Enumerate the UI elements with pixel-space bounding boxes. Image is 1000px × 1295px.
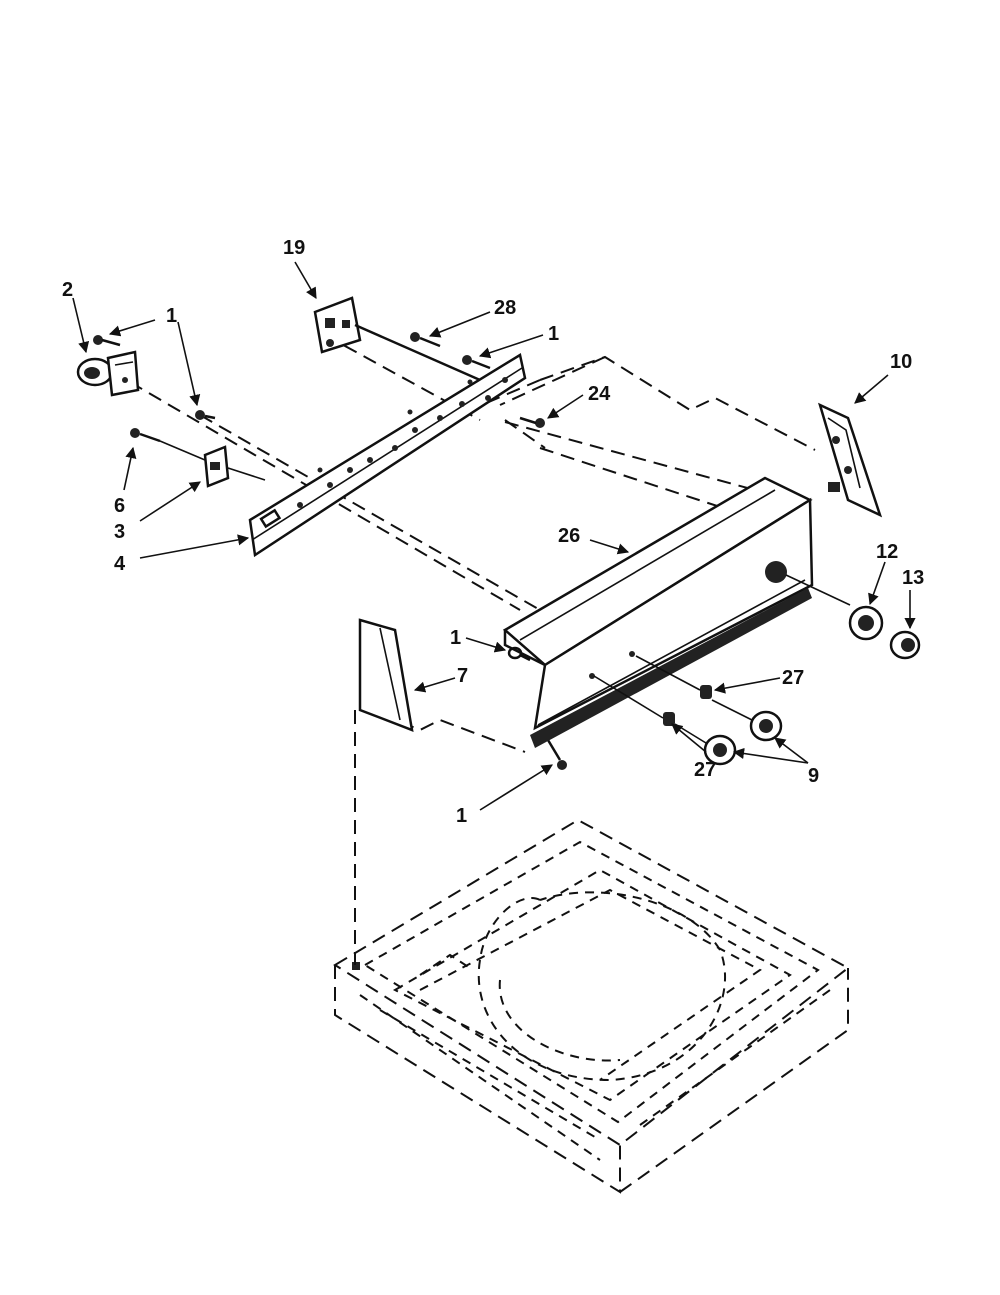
- end-cap-part-10: [818, 402, 883, 518]
- screw-upper-right: [462, 355, 491, 370]
- control-bracket-part-4: [248, 353, 527, 558]
- console-panel-part-26: [502, 476, 851, 748]
- spacer-part-27-upper: [635, 655, 712, 699]
- label-part-13: 13: [902, 567, 924, 589]
- screw-left-long: [195, 410, 216, 420]
- side-panel-part-7: [358, 618, 414, 732]
- label-part-26: 26: [558, 525, 580, 547]
- leader-arrows: [72, 261, 916, 811]
- label-part-28: 28: [494, 297, 516, 319]
- label-part-27-b: 27: [694, 759, 716, 781]
- spacer-part-27-lower: [593, 675, 675, 726]
- label-part-27-a: 27: [782, 667, 804, 689]
- label-part-1-b: 1: [548, 323, 559, 345]
- label-part-7: 7: [457, 665, 468, 687]
- switch-part-2: [76, 350, 140, 397]
- knob-part-9-lower: [674, 723, 737, 766]
- screw-upper-left: [93, 335, 121, 347]
- screws: [93, 332, 567, 770]
- cabinet-top-outline: [333, 818, 850, 1194]
- label-part-4: 4: [114, 553, 126, 575]
- bracket-part-19: [313, 296, 481, 382]
- label-part-6: 6: [114, 495, 125, 517]
- label-part-1-a: 1: [166, 305, 177, 327]
- label-part-24: 24: [588, 383, 611, 405]
- screw-part-24: [519, 416, 545, 428]
- label-part-9: 9: [808, 765, 819, 787]
- knob-part-9-upper: [711, 699, 783, 742]
- label-part-3: 3: [114, 521, 125, 543]
- screw-part-6: [130, 428, 161, 443]
- knob-ring-part-12: [848, 605, 884, 641]
- label-part-1-c: 1: [450, 627, 461, 649]
- label-part-12: 12: [876, 541, 898, 563]
- label-part-1-d: 1: [456, 805, 467, 827]
- label-part-2: 2: [62, 279, 73, 301]
- switch-part-3: [159, 440, 266, 488]
- label-part-10: 10: [890, 351, 912, 373]
- knob-part-13: [889, 630, 921, 660]
- label-part-19: 19: [283, 237, 305, 259]
- screw-part-28: [410, 332, 441, 348]
- callout-labels: 2 1 19 28 1 10 24 6 3 4 26 12 13 1 7 27 …: [62, 237, 924, 827]
